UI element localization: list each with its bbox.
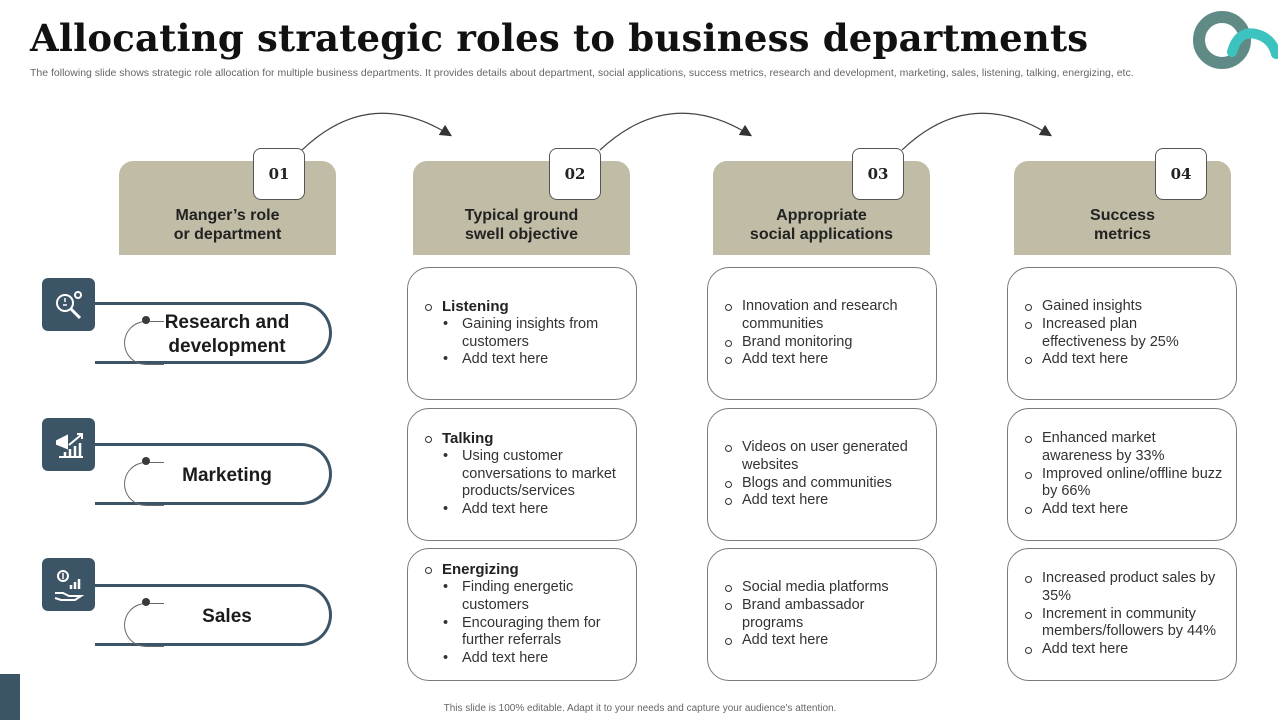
list-item: Brand ambassador programs bbox=[722, 597, 924, 633]
card-objective-marketing: Talking Using customer conversations to … bbox=[407, 408, 637, 541]
step-badge-03: 03 bbox=[852, 148, 904, 200]
list-item: Increased plan effectiveness by 25% bbox=[1022, 316, 1224, 352]
page-title: Allocating strategic roles to business d… bbox=[30, 16, 1089, 60]
row-label-research: Research and development bbox=[164, 312, 290, 357]
list-item: Add text here bbox=[422, 650, 624, 668]
list-item: Gaining insights from customers bbox=[422, 316, 624, 352]
card-metrics-sales: Increased product sales by 35% Increment… bbox=[1007, 548, 1237, 681]
list-item: Encouraging them for further referrals bbox=[422, 615, 624, 651]
list-item: Add text here bbox=[1022, 351, 1224, 369]
footer-note: This slide is 100% editable. Adapt it to… bbox=[443, 703, 837, 714]
corner-accent bbox=[0, 674, 20, 720]
card-objective-research: Listening Gaining insights from customer… bbox=[407, 267, 637, 400]
arrow-02-03 bbox=[599, 112, 753, 151]
card-applications-research: Innovation and research communities Bran… bbox=[707, 267, 937, 400]
list-item: Brand monitoring bbox=[722, 334, 924, 352]
list-item: Innovation and research communities bbox=[722, 298, 924, 334]
arrow-03-04 bbox=[901, 112, 1053, 151]
list-item: Improved online/offline buzz by 66% bbox=[1022, 466, 1224, 502]
objective-head: Talking bbox=[422, 430, 624, 448]
step-badge-01: 01 bbox=[253, 148, 305, 200]
list-item: Add text here bbox=[722, 632, 924, 650]
objective-head: Listening bbox=[422, 298, 624, 316]
row-pill-sales bbox=[95, 584, 332, 646]
list-item: Add text here bbox=[1022, 641, 1224, 659]
header-applications: Appropriate social applications bbox=[713, 161, 930, 255]
research-gear-icon bbox=[42, 278, 95, 331]
step-badge-04: 04 bbox=[1155, 148, 1207, 200]
objective-head: Energizing bbox=[422, 561, 624, 579]
row-pill-marketing bbox=[95, 443, 332, 505]
brand-logo-icon bbox=[1193, 11, 1278, 69]
row-label-marketing: Marketing bbox=[182, 465, 272, 486]
list-item: Gained insights bbox=[1022, 298, 1224, 316]
list-item: Blogs and communities bbox=[722, 475, 924, 493]
card-metrics-research: Gained insights Increased plan effective… bbox=[1007, 267, 1237, 400]
list-item: Add text here bbox=[1022, 501, 1224, 519]
list-item: Add text here bbox=[422, 501, 624, 519]
row-dot bbox=[142, 598, 150, 606]
megaphone-chart-icon bbox=[42, 418, 95, 471]
list-item: Social media platforms bbox=[722, 579, 924, 597]
list-item: Enhanced market awareness by 33% bbox=[1022, 430, 1224, 466]
list-item: Finding energetic customers bbox=[422, 579, 624, 615]
card-metrics-marketing: Enhanced market awareness by 33% Improve… bbox=[1007, 408, 1237, 541]
arrow-01-02 bbox=[301, 112, 453, 151]
list-item: Add text here bbox=[722, 492, 924, 510]
header-label: Success metrics bbox=[1090, 207, 1155, 243]
list-item: Videos on user generated websites bbox=[722, 439, 924, 475]
list-item: Add text here bbox=[722, 351, 924, 369]
step-badge-02: 02 bbox=[549, 148, 601, 200]
card-applications-marketing: Videos on user generated websites Blogs … bbox=[707, 408, 937, 541]
page-subtitle: The following slide shows strategic role… bbox=[30, 67, 1134, 79]
header-label: Appropriate social applications bbox=[749, 207, 894, 243]
list-item: Add text here bbox=[422, 351, 624, 369]
list-item: Using customer conversations to market p… bbox=[422, 448, 624, 501]
hand-growth-chart-icon bbox=[42, 558, 95, 611]
row-dot bbox=[142, 457, 150, 465]
row-pill-research bbox=[95, 302, 332, 364]
header-label: Manger’s role or department bbox=[173, 207, 282, 243]
list-item: Increased product sales by 35% bbox=[1022, 570, 1224, 606]
card-applications-sales: Social media platforms Brand ambassador … bbox=[707, 548, 937, 681]
row-label-sales: Sales bbox=[202, 606, 252, 627]
card-objective-sales: Energizing Finding energetic customers E… bbox=[407, 548, 637, 681]
header-label: Typical ground swell objective bbox=[464, 207, 579, 243]
row-dot bbox=[142, 316, 150, 324]
list-item: Increment in community members/followers… bbox=[1022, 606, 1224, 642]
